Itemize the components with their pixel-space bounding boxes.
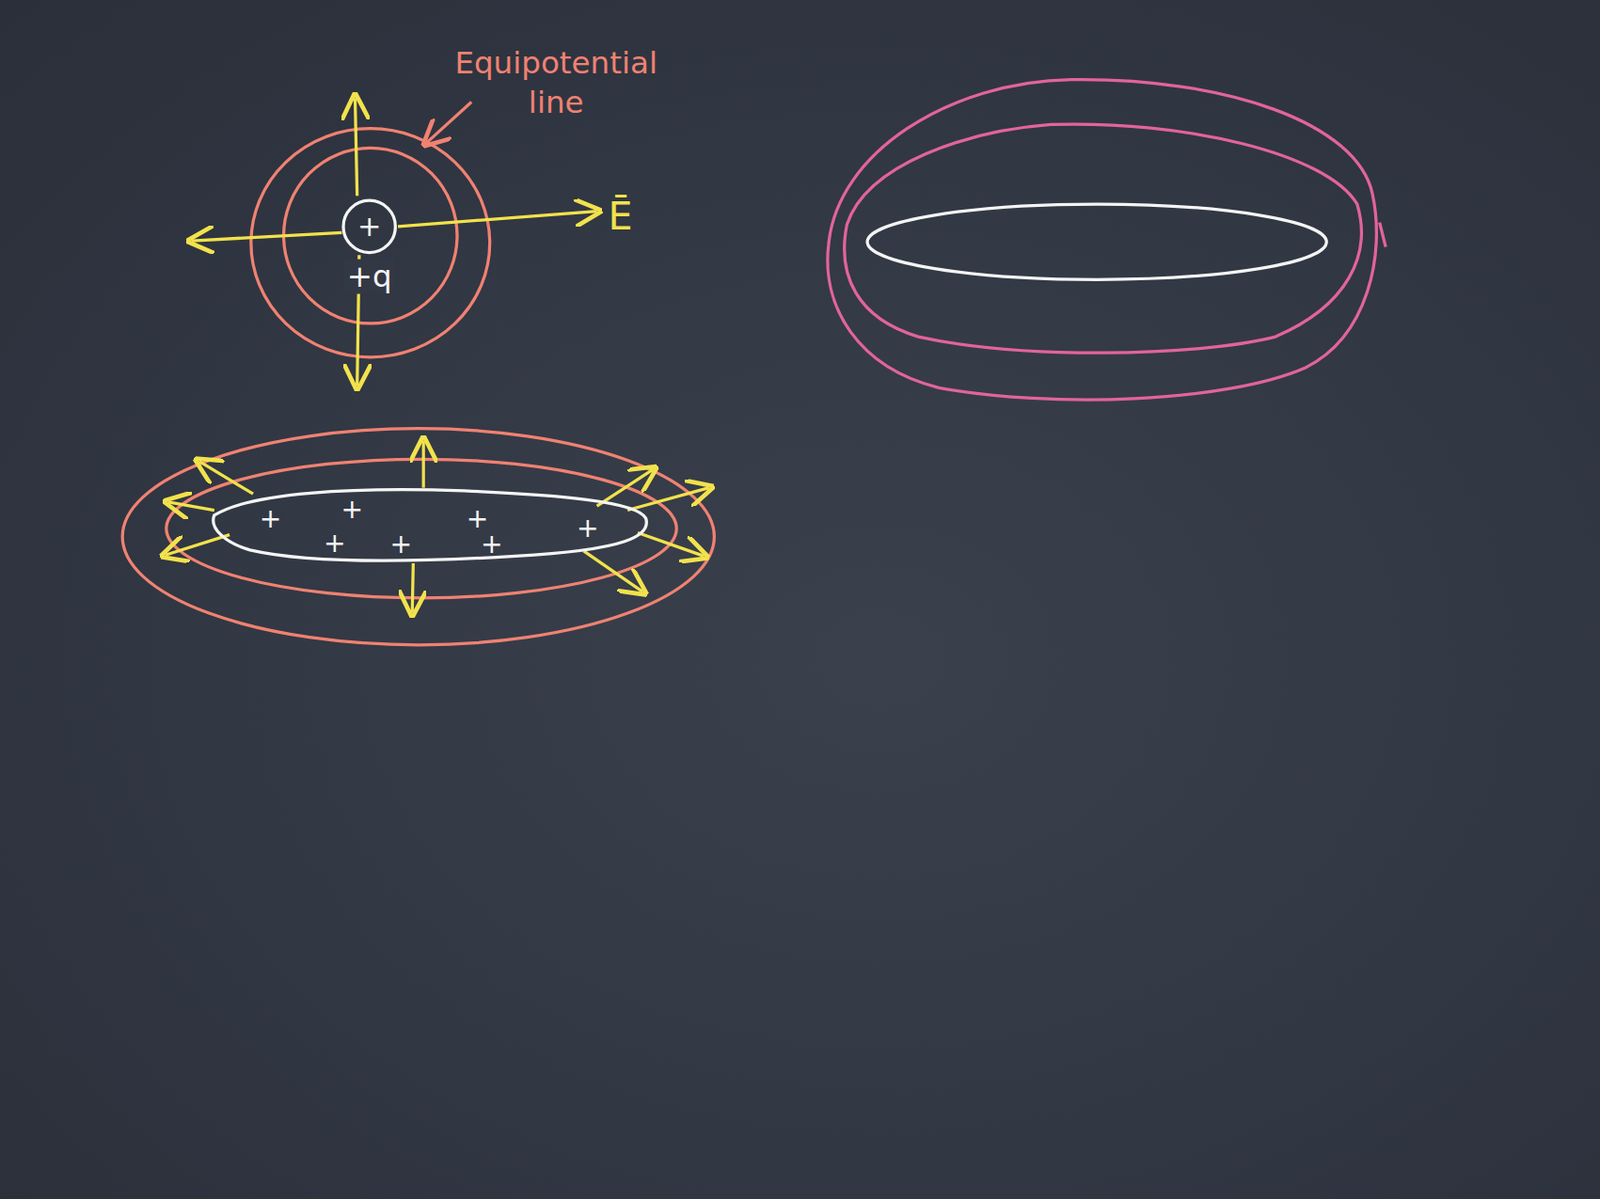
charge-sign: +: [357, 212, 381, 241]
field-arrows: [191, 97, 598, 386]
equipotential-circles: [251, 128, 491, 358]
charge-label: +q: [343, 259, 395, 295]
charge-sign: +: [480, 530, 504, 557]
charge-sign: +: [340, 495, 364, 523]
charged-conductor: +++++++: [208, 484, 650, 565]
conductor-outline: [867, 204, 1327, 280]
equipotential-ovals-right: [827, 79, 1386, 400]
node-shape: [343, 200, 396, 253]
field-symbol: Ē: [608, 191, 660, 243]
charge-sign: +: [259, 505, 283, 532]
surface-field-arrows: [165, 441, 710, 613]
point-charge: ++q: [341, 199, 397, 255]
leader-arrow: [426, 102, 472, 143]
equipotential-ovals: [122, 428, 714, 646]
charge-sign: +: [390, 530, 413, 557]
callout-label: Equipotential line: [433, 43, 679, 124]
charge-sign: +: [576, 514, 600, 541]
charge-sign: +: [466, 505, 490, 532]
charge-sign: +: [323, 529, 347, 556]
node-shape: [213, 490, 648, 562]
